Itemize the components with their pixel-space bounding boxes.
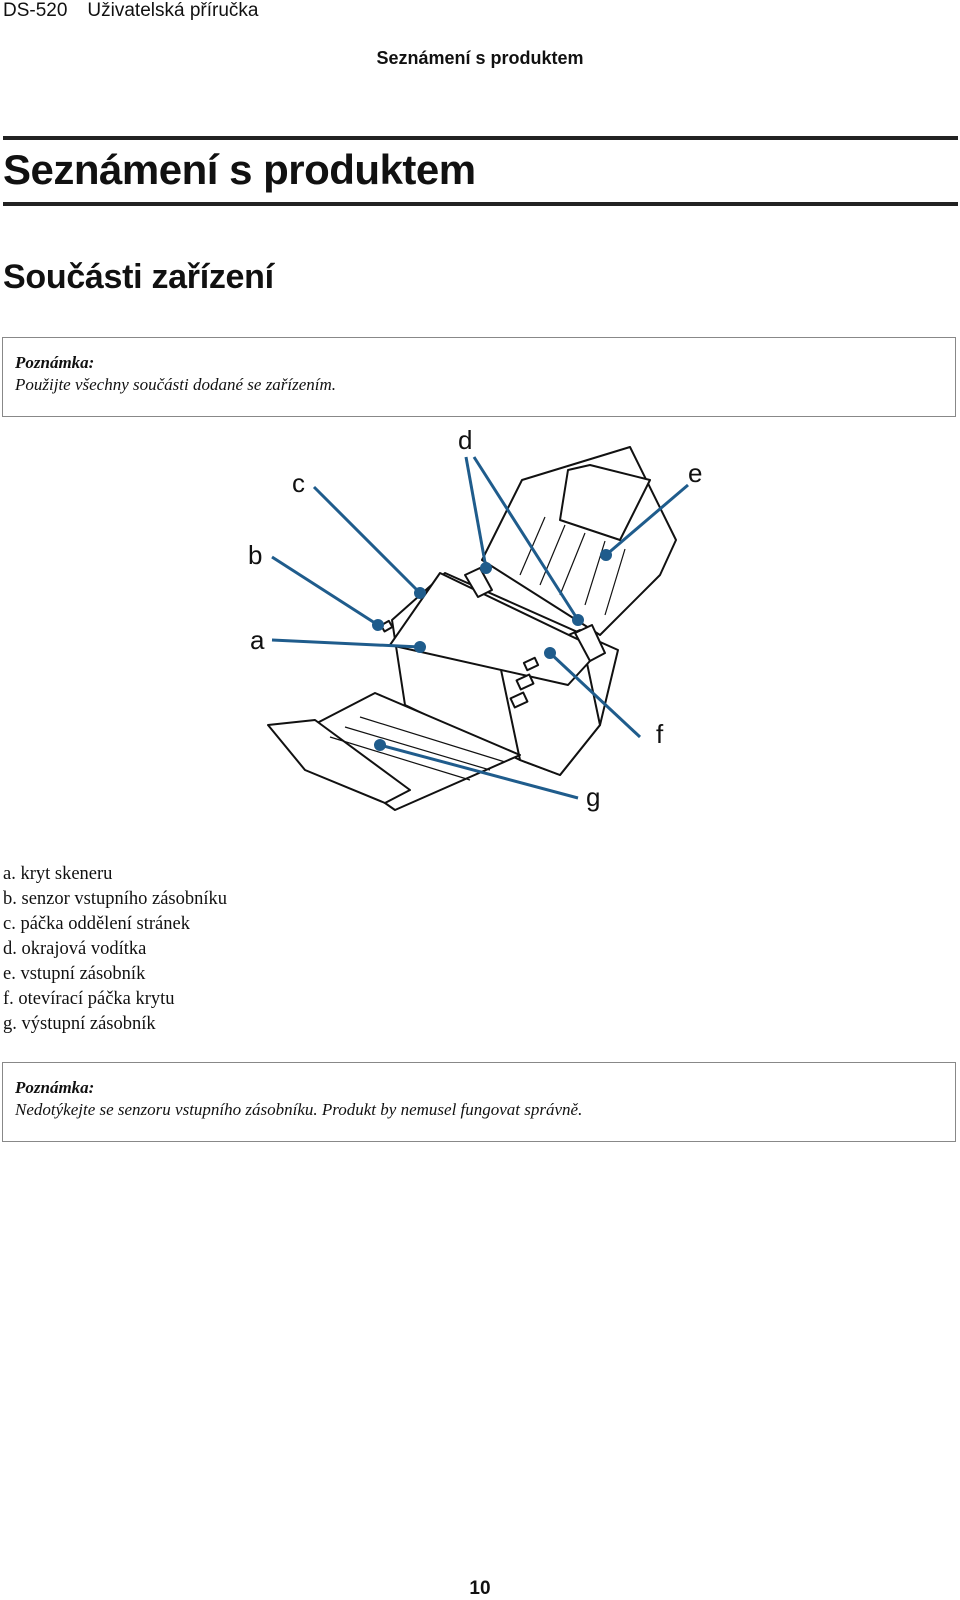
legend-item: f. otevírací páčka krytu bbox=[3, 989, 175, 1009]
input-tray-extension bbox=[559, 464, 651, 541]
legend-item: e. vstupní zásobník bbox=[3, 964, 146, 984]
callout-a: a bbox=[250, 625, 265, 655]
legend-item: g. výstupní zásobník bbox=[3, 1014, 156, 1034]
note-box-2: Poznámka: Nedotýkejte se senzoru vstupní… bbox=[2, 1062, 956, 1142]
legend-item: b. senzor vstupního zásobníku bbox=[3, 889, 228, 909]
note-box-1: Poznámka: Použijte všechny součásti doda… bbox=[2, 337, 956, 417]
callout-d: d bbox=[458, 425, 472, 455]
top-rule bbox=[3, 136, 958, 140]
legend-item: c. páčka oddělení stránek bbox=[3, 914, 190, 934]
callout-c: c bbox=[292, 468, 305, 498]
product-name: DS-520 bbox=[3, 0, 68, 21]
callout-lines bbox=[271, 456, 689, 800]
callout-g: g bbox=[586, 782, 600, 812]
page-number: 10 bbox=[469, 1578, 491, 1599]
parts-legend: a. kryt skeneru b. senzor vstupního záso… bbox=[3, 862, 227, 1037]
scanner-drawing bbox=[267, 446, 677, 811]
section-header: Seznámení s produktem bbox=[376, 48, 584, 68]
callout-b: b bbox=[248, 540, 262, 570]
callout-f: f bbox=[656, 719, 664, 749]
edge-guide-left bbox=[464, 567, 493, 598]
note-text: Nedotýkejte se senzoru vstupního zásobní… bbox=[15, 1100, 583, 1119]
legend-item: d. okrajová vodítka bbox=[3, 939, 147, 959]
edge-guide-right bbox=[574, 624, 606, 662]
chapter-title: Seznámení s produktem bbox=[3, 146, 476, 193]
scanner-diagram: a b c d e f g bbox=[248, 425, 702, 812]
bottom-rule bbox=[3, 202, 958, 206]
legend-item: a. kryt skeneru bbox=[3, 864, 113, 884]
note-label: Poznámka: bbox=[15, 353, 95, 372]
callout-e: e bbox=[688, 458, 702, 488]
running-header: DS-520 Uživatelská příručka bbox=[3, 0, 278, 22]
note-text: Použijte všechny součásti dodané se zaří… bbox=[15, 375, 337, 394]
output-tray-extension bbox=[267, 719, 411, 804]
guide-name: Uživatelská příručka bbox=[87, 0, 259, 21]
section-title: Součásti zařízení bbox=[3, 258, 274, 296]
note-label: Poznámka: bbox=[15, 1078, 95, 1097]
